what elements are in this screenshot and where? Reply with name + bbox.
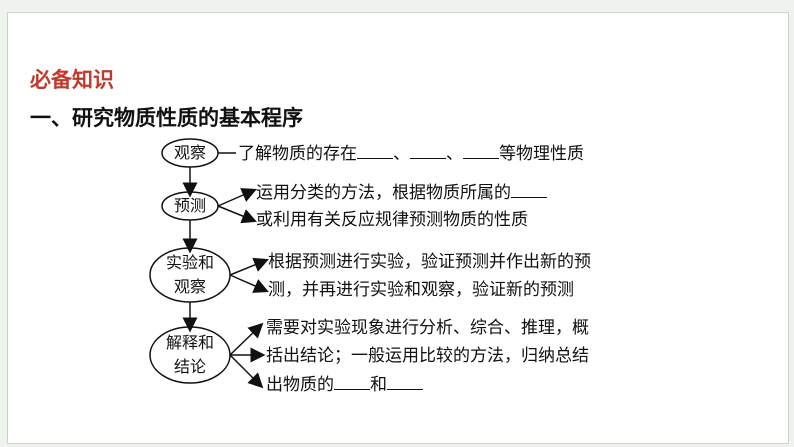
conclusion-text-1: 需要对实验现象进行分析、综合、推理，概 bbox=[266, 318, 589, 338]
predict-text-2: 或利用有关反应规律预测物质的性质 bbox=[256, 210, 528, 230]
blank-4 bbox=[511, 181, 547, 198]
section-label: 必备知识 bbox=[30, 68, 114, 92]
experiment-text-1: 根据预测进行实验，验证预测并作出新的预 bbox=[268, 252, 591, 272]
predict-line-1: 运用分类的方法，根据物质所属的 bbox=[256, 183, 511, 203]
connector-predict-2 bbox=[217, 205, 257, 224]
observe-text: 了解物质的存在 、 、 等物理性质 bbox=[238, 142, 584, 165]
observe-text-end: 等物理性质 bbox=[499, 144, 584, 164]
node-experiment-label-2: 观察 bbox=[173, 277, 206, 296]
node-observe-label: 观察 bbox=[173, 143, 206, 162]
page-title: 一、研究物质性质的基本程序 bbox=[30, 106, 303, 130]
slide-frame bbox=[7, 12, 789, 444]
conclusion-line-3-and: 和 bbox=[370, 375, 387, 395]
node-conclusion-label-1: 解释和 bbox=[165, 333, 214, 352]
blank-5 bbox=[334, 373, 370, 390]
connector-experiment-1 bbox=[229, 257, 269, 276]
node-experiment-label-1: 实验和 bbox=[165, 253, 214, 272]
observe-sep-1: 、 bbox=[393, 144, 410, 164]
connector-experiment-2 bbox=[229, 274, 269, 293]
connector-conclusion-1 bbox=[229, 322, 264, 356]
experiment-text-2: 测，并再进行实验和观察，验证新的预测 bbox=[268, 280, 574, 300]
blank-3 bbox=[463, 142, 499, 159]
observe-sep-2: 、 bbox=[446, 144, 463, 164]
conclusion-text-3: 出物质的 和 bbox=[266, 373, 423, 396]
blank-6 bbox=[387, 373, 423, 390]
observe-text-part: 了解物质的存在 bbox=[238, 144, 357, 164]
node-conclusion-label-2: 结论 bbox=[173, 357, 206, 376]
connector-conclusion-3 bbox=[229, 354, 264, 389]
node-predict-label: 预测 bbox=[173, 196, 206, 215]
node-experiment-label: 实验和 观察 bbox=[150, 251, 230, 299]
blank-2 bbox=[410, 142, 446, 159]
node-conclusion-label: 解释和 结论 bbox=[150, 331, 230, 379]
connector-predict-1 bbox=[217, 188, 257, 207]
conclusion-line-3-start: 出物质的 bbox=[266, 375, 334, 395]
conclusion-text-2: 括出结论；一般运用比较的方法，归纳总结 bbox=[266, 346, 589, 366]
predict-text-1: 运用分类的方法，根据物质所属的 bbox=[256, 181, 547, 204]
blank-1 bbox=[357, 142, 393, 159]
